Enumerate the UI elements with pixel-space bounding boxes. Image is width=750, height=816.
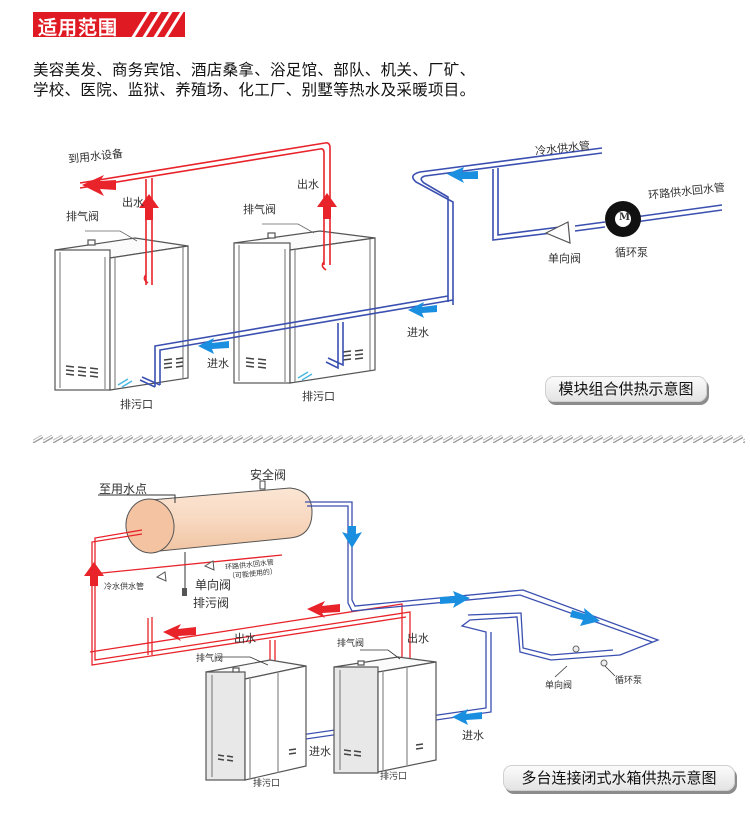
cold-flow-arrow-right-2 (570, 608, 600, 626)
label-drain-right-2: 排污口 (380, 772, 408, 782)
check-valve-tank-1 (155, 571, 167, 582)
hot-flow-arrow-left-2a (307, 601, 340, 618)
hot-flow-arrow-up-2 (317, 193, 337, 219)
hot-flow-arrow-up-tank (84, 562, 104, 586)
heater-unit-4 (333, 656, 437, 774)
label-vent-right-2: 排气阀 (337, 639, 365, 649)
intro-line-1: 美容美发、商务宾馆、酒店桑拿、浴足馆、部队、机关、厂矿、 (33, 61, 476, 79)
cold-flow-arrow-inlet-left (198, 338, 229, 354)
label-check-valve-loop: 单向阀 (545, 681, 573, 691)
heater-unit-2 (233, 230, 376, 384)
label-pump: 循环泵 (615, 246, 648, 259)
diagram-2-caption: 多台连接闭式水箱供热示意图 (503, 765, 735, 791)
cold-flow-arrow-inlet-right (408, 302, 437, 318)
label-inlet-right: 进水 (407, 326, 429, 339)
label-inlet-left-2: 进水 (309, 745, 331, 758)
label-outlet-right: 出水 (297, 178, 319, 191)
pump-motor-symbol: M (619, 212, 631, 223)
label-outlet-left-2: 出水 (234, 632, 256, 645)
label-cold-supply-2: 冷水供水管 (104, 582, 144, 591)
check-valve-tank-2 (203, 560, 215, 571)
closed-water-tank (98, 480, 313, 596)
label-inlet-right-2: 进水 (462, 729, 484, 742)
label-drain-left-2: 排污口 (253, 779, 281, 789)
hot-flow-arrow-left (82, 175, 116, 196)
hot-flow-arrow-left-2b (163, 624, 196, 641)
label-safety-valve: 安全阀 (250, 468, 287, 482)
intro-line-2: 学校、医院、监狱、养殖场、化工厂、别墅等热水及采暖项目。 (33, 81, 476, 99)
label-check-valve-tank: 单向阀 (195, 578, 232, 592)
label-outlet-left: 出水 (122, 196, 144, 209)
label-vent-left-2: 排气阀 (196, 654, 224, 664)
label-vent-right: 排气阀 (243, 203, 276, 216)
label-drain-left: 排污口 (120, 398, 153, 411)
heater-unit-1 (54, 237, 189, 391)
cold-pipes-1 (139, 147, 723, 388)
label-drain-valve: 排污阀 (193, 596, 230, 610)
header-stripes-icon (131, 12, 184, 37)
section-divider (33, 435, 745, 443)
label-to-use-point: 至用水点 (99, 482, 148, 496)
label-outlet-right-2: 出水 (407, 632, 429, 645)
label-pump-loop: 循环泵 (615, 676, 643, 686)
cold-flow-arrow-down (342, 526, 362, 548)
label-vent-left: 排气阀 (66, 210, 99, 223)
drain-icon-2 (297, 371, 313, 381)
cold-flow-arrow-right-1 (440, 591, 470, 608)
hot-pipes-1 (79, 142, 331, 285)
diagram-1-caption: 模块组合供热示意图 (545, 376, 707, 402)
section-title: 适用范围 (38, 17, 119, 39)
heater-unit-3 (205, 659, 307, 781)
cold-flow-arrow-top (447, 167, 478, 183)
drain-icon-1 (117, 378, 133, 388)
label-inlet-left: 进水 (207, 357, 229, 370)
cold-flow-arrow-inlet-2 (452, 709, 482, 725)
check-valve-icon (544, 221, 571, 244)
label-check-valve: 单向阀 (548, 252, 581, 265)
hot-flow-arrow-up-1 (139, 194, 159, 220)
section-header-band (33, 12, 185, 37)
label-drain-right: 排污口 (302, 390, 335, 403)
